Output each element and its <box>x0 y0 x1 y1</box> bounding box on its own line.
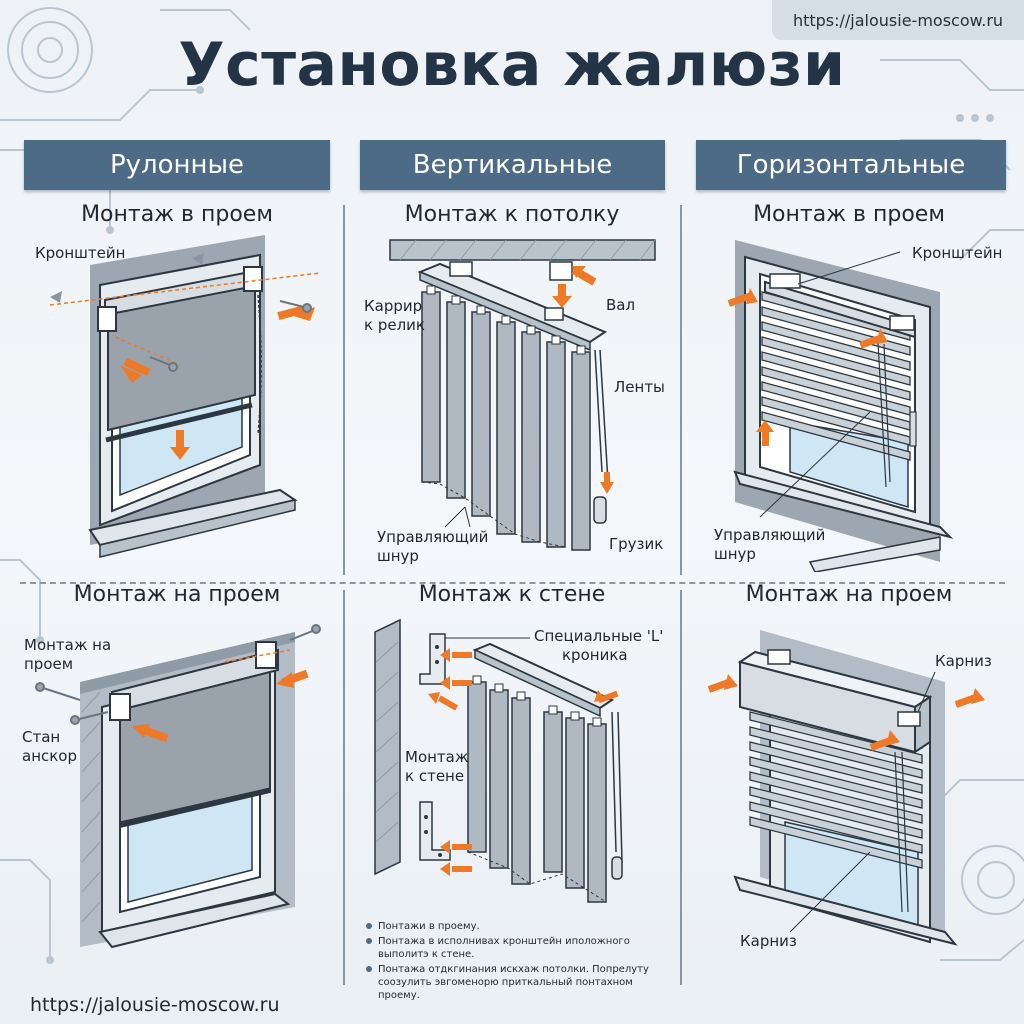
label-control-cord-2: шнур <box>714 545 756 563</box>
column-header-vertical: Вертикальные <box>360 140 665 190</box>
note-item: Понтажа отдкгинания искхаж потолки. Попр… <box>366 963 676 1002</box>
label-cornice-top: Карниз <box>935 652 992 670</box>
horizontal-outside-mount-illustration <box>707 630 985 946</box>
horizontal-bottom-title: Монтаж на проем <box>745 582 953 607</box>
label-weight: Грузик <box>609 535 664 553</box>
vertical-bottom-title: Монтаж к стене <box>418 582 606 607</box>
note-item: Понтажи в проему. <box>366 920 676 933</box>
label-cornice-bottom: Карниз <box>740 932 797 950</box>
vertical-top-title: Монтаж к потолку <box>404 202 620 227</box>
column-divider <box>343 590 345 985</box>
label-carrier-1: Каррир <box>364 297 423 315</box>
label-slats: Ленты <box>614 378 665 396</box>
label-bracket: Кронштейн <box>912 244 1003 262</box>
installation-notes: Понтажи в проему. Понтажа в исполнивах к… <box>366 920 676 1004</box>
label-control-cord-2: шнур <box>377 547 419 565</box>
label-special-l-1: Специальные 'L' <box>534 627 664 645</box>
column-header-roller: Рулонные <box>24 140 330 190</box>
roller-bottom-title: Монтаж на проем <box>73 582 281 607</box>
label-anchor-1: Стан <box>22 728 61 746</box>
site-url-bottom[interactable]: https://jalousie-moscow.ru <box>30 994 280 1016</box>
horizontal-inside-mount-illustration <box>727 240 954 572</box>
label-wall-mount-2: к стене <box>405 767 465 785</box>
horizontal-top-title: Монтаж в проем <box>753 202 945 227</box>
label-control-cord-1: Управляющий <box>714 526 826 544</box>
label-mount-outside-2: проем <box>24 655 74 673</box>
label-carrier-2: к релик <box>364 316 425 334</box>
column-divider <box>680 205 682 575</box>
vertical-wall-mount-illustration <box>374 618 623 903</box>
label-anchor-2: анскор <box>22 747 78 765</box>
column-divider <box>680 590 682 985</box>
label-wall-mount-1: Монтаж <box>405 748 469 766</box>
label-mount-outside-1: Монтаж на <box>24 636 112 654</box>
roller-inside-mount-illustration <box>49 235 321 558</box>
site-url-top[interactable]: https://jalousie-moscow.ru <box>772 0 1024 40</box>
label-special-l-2: кроника <box>562 646 628 664</box>
page-title: Установка жалюзи <box>178 30 846 100</box>
roller-top-title: Монтаж в проем <box>81 202 273 227</box>
roller-outside-mount-illustration <box>35 624 321 949</box>
label-control-cord-1: Управляющий <box>377 528 489 546</box>
vertical-ceiling-mount-illustration <box>389 239 656 551</box>
note-item: Понтажа в исполнивах кронштейн иположног… <box>366 935 676 961</box>
label-shaft: Вал <box>606 296 636 314</box>
label-bracket: Кронштейн <box>35 244 126 262</box>
row-divider <box>20 582 1005 584</box>
column-divider <box>343 205 345 575</box>
column-header-horizontal: Горизонтальные <box>696 140 1006 190</box>
